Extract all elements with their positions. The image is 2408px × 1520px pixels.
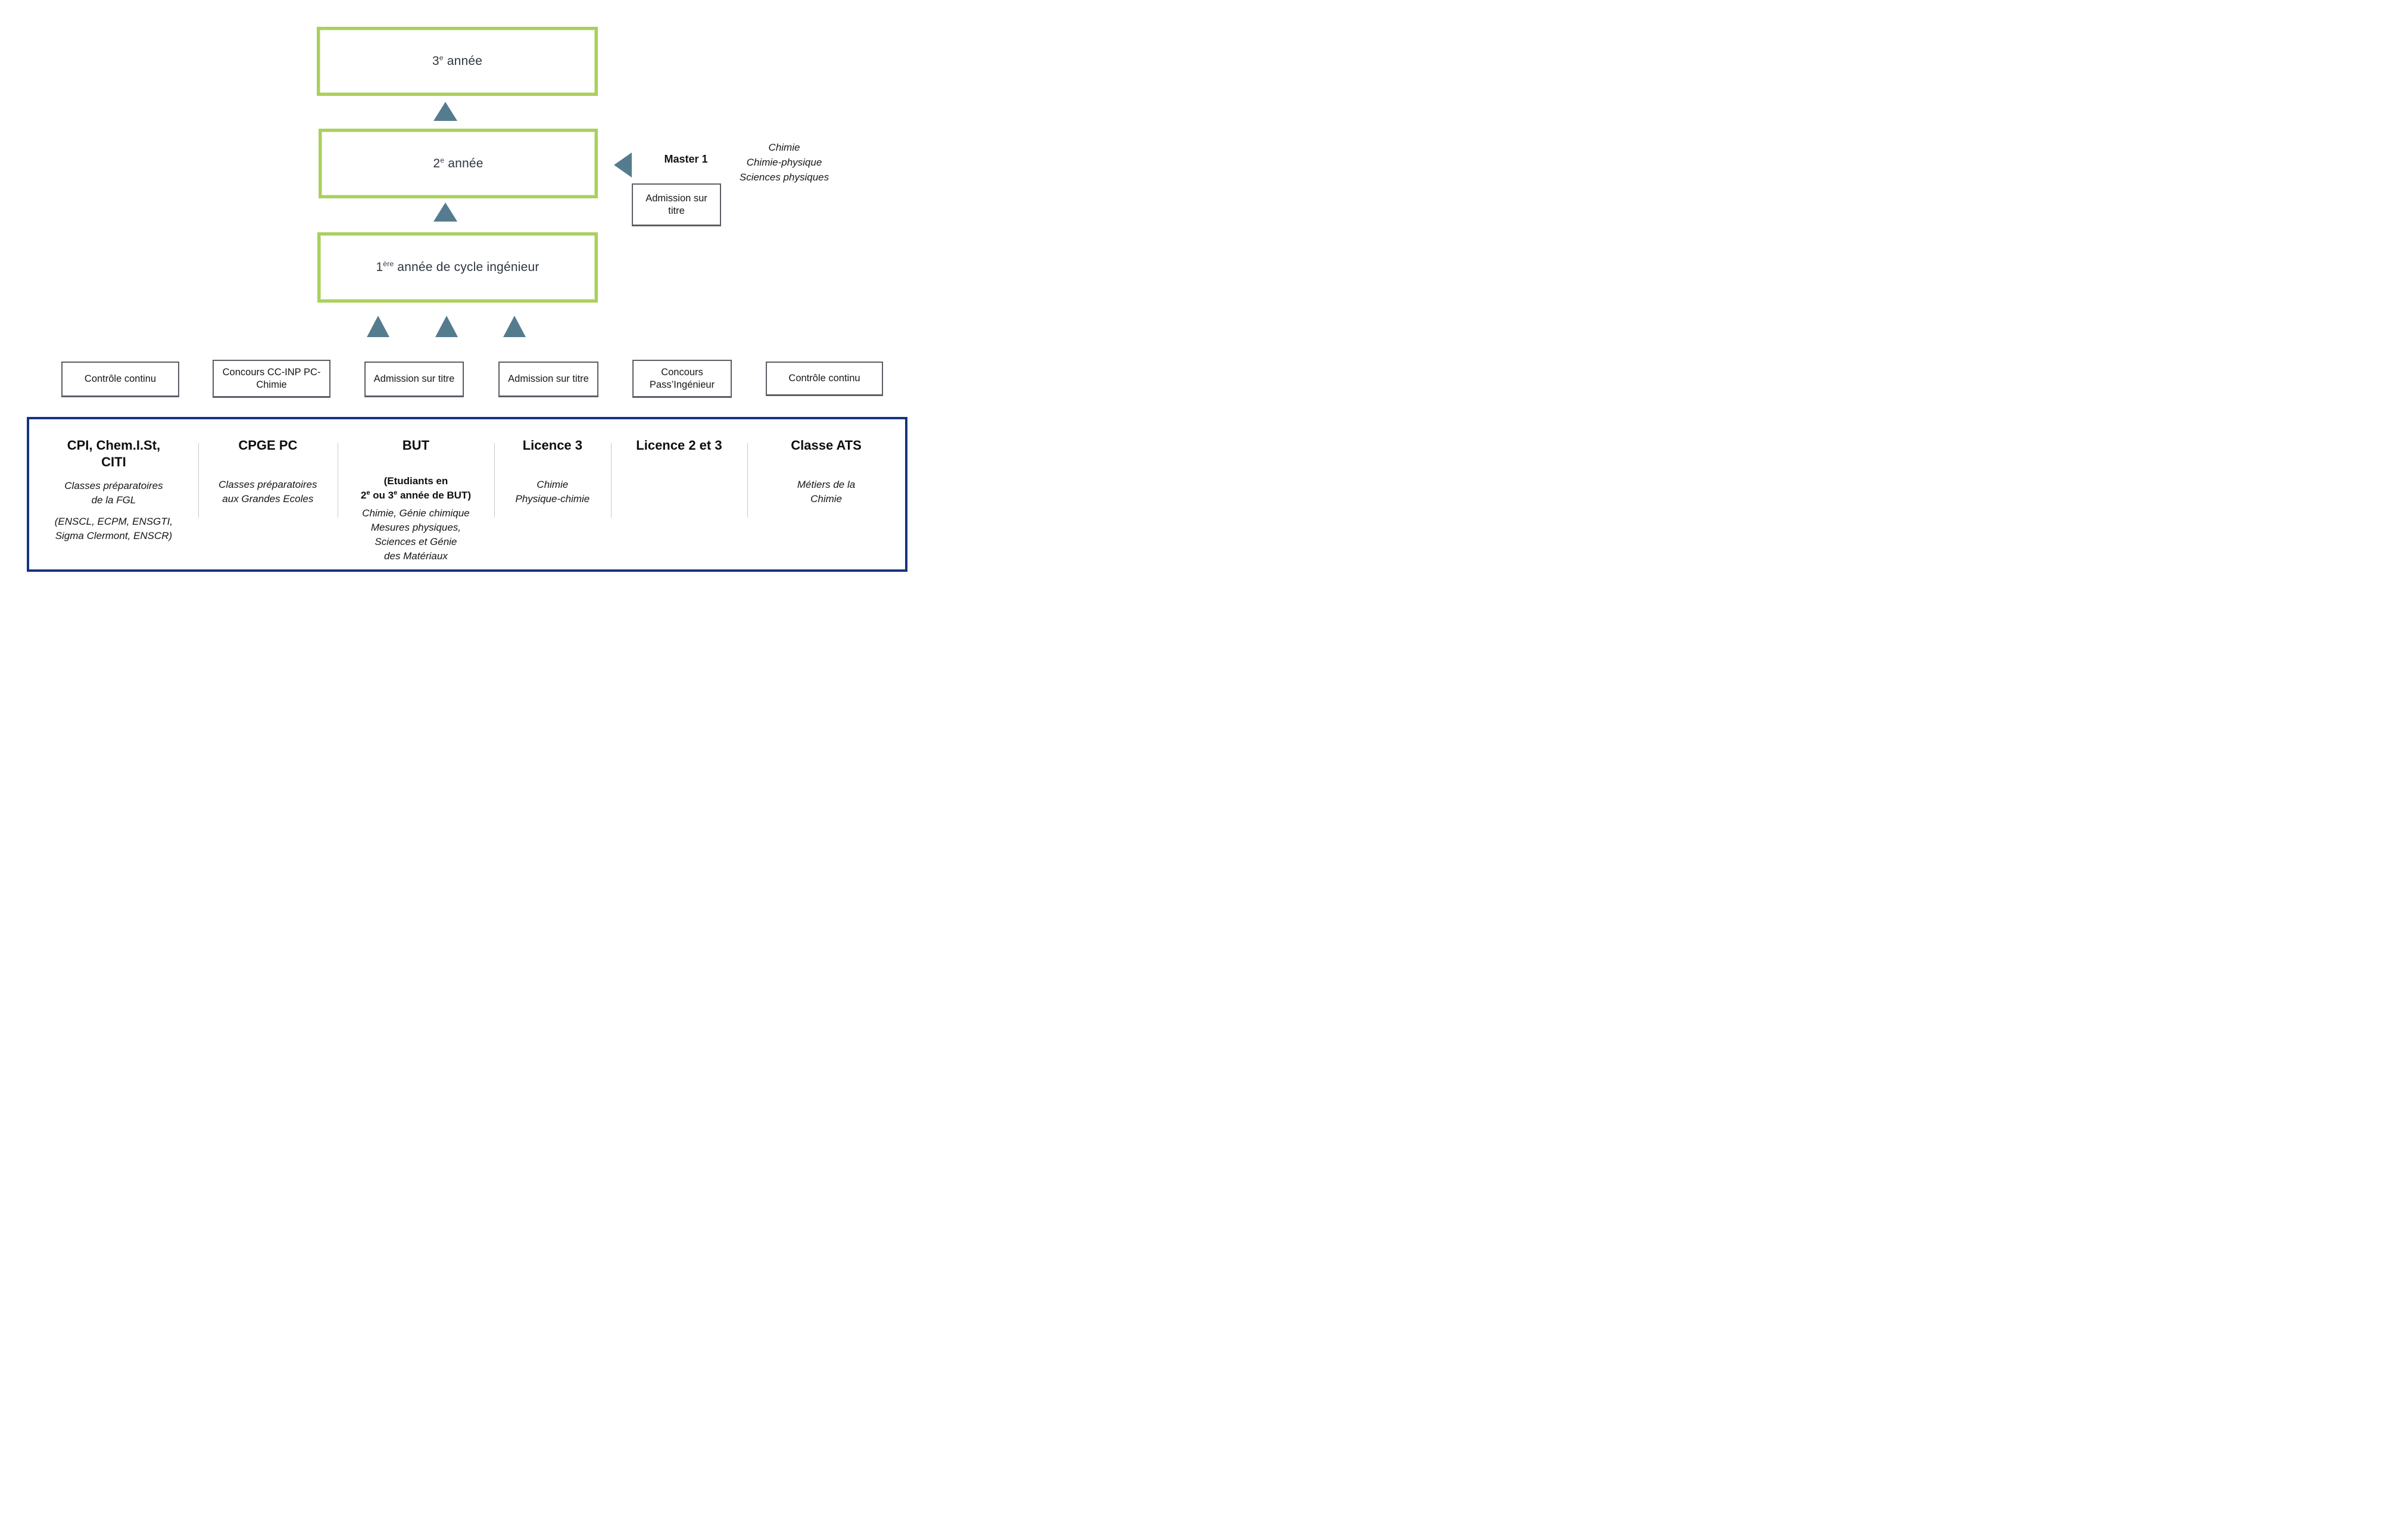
master1-programs: Chimie Chimie-physique Sciences physique… [728, 140, 841, 185]
route-admission-sur-titre-left: Admission sur titre [364, 362, 464, 397]
year1-box: 1ère année de cycle ingénieur [317, 232, 598, 303]
route-concours-pass-ingenieur: Concours Pass’Ingénieur [632, 360, 732, 398]
column-classe-ats: Classe ATS Métiers de la Chimie [747, 419, 905, 569]
master-program: Chimie [768, 142, 800, 153]
year3-label: 3e année [432, 54, 483, 68]
year2-label: 2e année [433, 155, 484, 170]
column-description: Classes préparatoires de la FGL [64, 480, 163, 506]
column-description: Chimie Physique-chimie [515, 479, 590, 504]
column-title: Classe ATS [791, 438, 862, 453]
arrow-left-master-to-year2-icon [614, 152, 632, 177]
column-divider [610, 443, 612, 518]
column-title: CPGE PC [238, 438, 298, 453]
route-controle-continu-right: Contrôle continu [766, 362, 883, 396]
origins-panel: CPI, Chem.I.St, CITI Classes préparatoir… [27, 417, 907, 572]
column-divider [198, 443, 199, 518]
column-title: BUT [402, 438, 430, 453]
arrow-up-entry-left-icon [367, 316, 389, 337]
column-description: Chimie, Génie chimique Mesures physiques… [362, 507, 470, 562]
engineering-admission-pathway-diagram: 3e année 2e année Master 1 Chimie Chimie… [0, 0, 920, 581]
route-admission-sur-titre-right: Admission sur titre [498, 362, 598, 397]
master1-label: Master 1 [664, 153, 708, 165]
column-note: (Etudiants en 2e ou 3e année de BUT) [360, 475, 471, 501]
year2-box: 2e année [319, 129, 598, 198]
year3-box: 3e année [317, 27, 598, 96]
column-licence-2-et-3: Licence 2 et 3 [611, 419, 747, 569]
master-admission-box: Admission sur titre [632, 183, 721, 226]
arrow-up-year1-to-year2-icon [433, 203, 457, 222]
column-cpge-pc: CPGE PC Classes préparatoires aux Grande… [198, 419, 338, 569]
column-but: BUT (Etudiants en 2e ou 3e année de BUT)… [338, 419, 494, 569]
column-cpi-chemist-citi: CPI, Chem.I.St, CITI Classes préparatoir… [29, 419, 198, 569]
arrow-up-year2-to-year3-icon [433, 102, 457, 121]
column-divider [494, 443, 495, 518]
column-title: CPI, Chem.I.St, CITI [67, 438, 161, 469]
column-divider [747, 443, 748, 518]
master-program: Chimie-physique [746, 157, 822, 168]
master-program: Sciences physiques [739, 172, 829, 183]
arrow-up-entry-middle-icon [435, 316, 458, 337]
year1-label: 1ère année de cycle ingénieur [376, 260, 539, 274]
column-title: Licence 2 et 3 [636, 438, 722, 453]
column-schools-list: (ENSCL, ECPM, ENSGTI, Sigma Clermont, EN… [54, 516, 173, 541]
column-description: Métiers de la Chimie [797, 479, 856, 504]
column-title: Licence 3 [522, 438, 583, 453]
arrow-up-entry-right-icon [503, 316, 526, 337]
route-controle-continu-left: Contrôle continu [61, 362, 179, 397]
route-concours-ccinp: Concours CC-INP PC-Chimie [213, 360, 330, 398]
column-description: Classes préparatoires aux Grandes Ecoles [219, 479, 317, 504]
column-licence-3: Licence 3 Chimie Physique-chimie [494, 419, 611, 569]
